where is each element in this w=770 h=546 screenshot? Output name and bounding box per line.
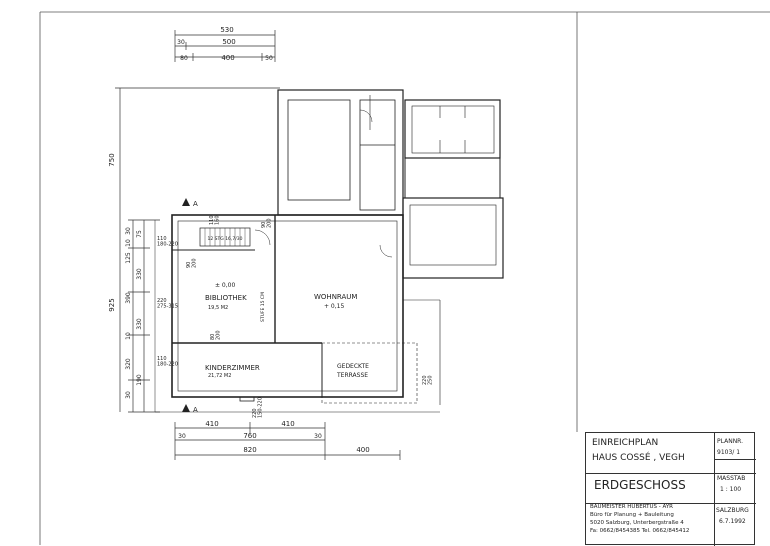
- dim-left-l4: 75: [136, 230, 143, 238]
- dim-bottom-d: 760: [243, 432, 256, 440]
- opening-6: 110160: [209, 215, 221, 225]
- dim-left-l3: 125: [125, 252, 132, 264]
- office-line-4: Fa: 0662/8454385 Tel. 0662/845412: [590, 528, 690, 534]
- date: 6.7.1992: [719, 518, 746, 525]
- bibliothek-level: ± 0,00: [215, 282, 235, 289]
- office-line-2: Büro für Planung + Bauleitung: [590, 512, 674, 518]
- section-mark-bottom: A: [193, 406, 198, 414]
- terrasse-line1: GEDECKTE: [337, 363, 369, 370]
- dim-left-l2: 10: [125, 239, 132, 247]
- opening-4: 90200: [186, 258, 198, 268]
- office-line-1: BAUMEISTER HUBERTUS - AYR: [590, 504, 674, 510]
- sheet-frame: [39, 11, 770, 545]
- dim-bottom-f: 820: [243, 446, 256, 454]
- opening-7: 90200: [261, 218, 273, 228]
- scale-label: MASSTAB: [717, 475, 746, 482]
- section-mark-top: A: [193, 200, 198, 208]
- sheet-title: ERDGESCHOSS: [594, 478, 686, 492]
- dim-left-l11: 30: [125, 391, 132, 399]
- dim-top-a: 30: [177, 39, 185, 46]
- dim-left-l5: 330: [136, 268, 143, 280]
- project-name: HAUS COSSÉ , VEGH: [592, 453, 685, 463]
- dim-left-upper: 750: [108, 153, 116, 166]
- stufe-label: STUFE 15 CM: [260, 292, 266, 322]
- dim-top-b: 500: [222, 38, 235, 46]
- dim-left-l8: 330: [136, 318, 143, 330]
- dim-left-total: 925: [108, 298, 116, 311]
- scale-value: 1 : 100: [720, 486, 742, 493]
- place: SALZBURG: [716, 507, 749, 514]
- wohnraum-name: WOHNRAUM: [314, 293, 357, 301]
- dim-top-e: 50: [265, 55, 273, 62]
- dim-left-l6: 390: [125, 292, 132, 304]
- left-dimensions: [115, 87, 280, 413]
- dim-bottom-a: 410: [205, 420, 218, 428]
- dim-bottom-g: 400: [356, 446, 369, 454]
- dim-bottom-c: 30: [178, 433, 186, 440]
- plan-type: EINREICHPLAN: [592, 438, 659, 448]
- bibliothek-area: 19,5 M2: [208, 305, 228, 311]
- dim-bottom-e: 30: [314, 433, 322, 440]
- dim-left-l9: 320: [125, 358, 132, 370]
- terrasse-line2: TERRASSE: [336, 372, 368, 379]
- office-line-3: 5020 Salzburg, Unterbergstraße 4: [590, 520, 684, 526]
- wohnraum-level: + 0,15: [324, 303, 344, 310]
- building-walls: [154, 89, 504, 413]
- dim-left-l1: 30: [125, 227, 132, 235]
- plan-nr: 9103/ 1: [717, 449, 741, 456]
- kinderzimmer-area: 21,72 M2: [208, 373, 231, 379]
- bibliothek-name: BIBLIOTHEK: [205, 294, 247, 302]
- section-marks: [182, 198, 190, 412]
- dim-left-l10: 190: [136, 374, 143, 386]
- opening-8: 220150-220: [252, 397, 264, 418]
- plan-nr-label: PLANNR.: [717, 438, 744, 445]
- opening-5: 80200: [210, 330, 222, 340]
- top-dimensions: [174, 30, 276, 62]
- opening-9: 220250: [422, 375, 434, 385]
- kinderzimmer-name: KINDERZIMMER: [205, 364, 260, 372]
- stair-label: 12 STG 16,7/30: [208, 236, 243, 242]
- dim-top-d: 400: [221, 54, 234, 62]
- dim-left-l7: 10: [125, 332, 132, 340]
- bottom-dimensions: [174, 422, 401, 460]
- dim-top-total: 530: [220, 26, 233, 34]
- dim-bottom-b: 410: [281, 420, 294, 428]
- dim-top-c: 80: [180, 55, 188, 62]
